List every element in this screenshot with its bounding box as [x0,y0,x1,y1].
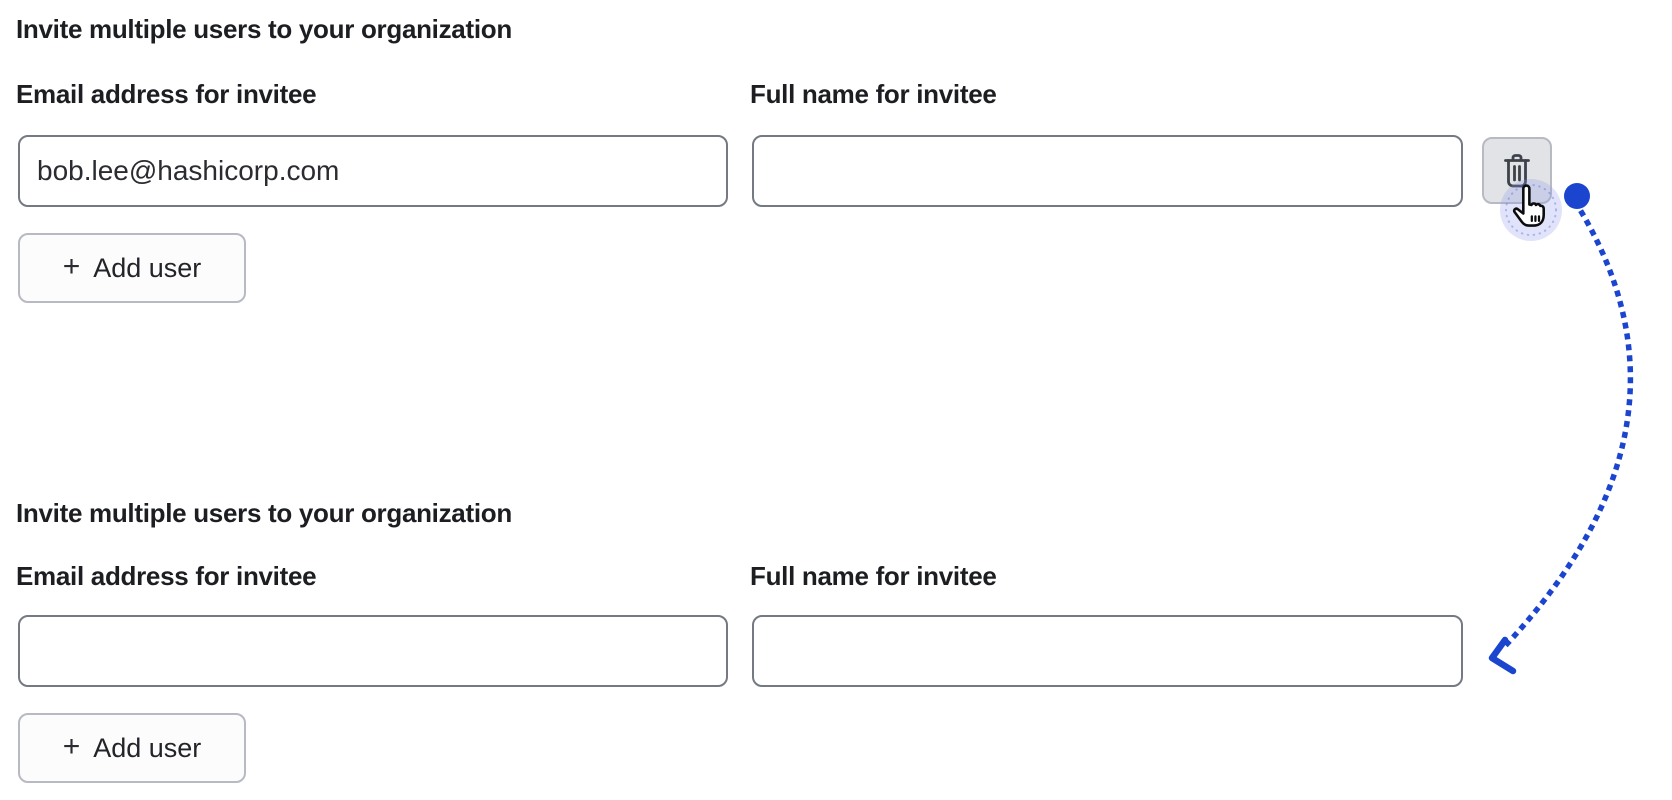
add-user-label: Add user [93,252,202,283]
section1-delete-row-button[interactable] [1482,137,1552,204]
section2-email-label: Email address for invitee [16,561,317,591]
section2-fullname-label: Full name for invitee [750,561,997,591]
section2-fullname-input[interactable] [752,615,1463,687]
trash-icon [1500,152,1534,190]
section1-fullname-label: Full name for invitee [750,79,997,109]
add-user-label: Add user [93,732,202,763]
dotted-arrow-curve [1502,209,1634,649]
arrowhead-icon [1488,636,1517,675]
section1-fullname-input[interactable] [752,135,1463,207]
section1-email-input[interactable] [18,135,728,207]
section1-email-label: Email address for invitee [16,79,317,109]
plus-icon: + [62,250,81,283]
arrow-start-dot [1564,183,1590,209]
section2-email-input[interactable] [18,615,728,687]
section1-title: Invite multiple users to your organizati… [16,14,512,44]
section2-title: Invite multiple users to your organizati… [16,498,512,528]
section1-add-user-button[interactable]: + Add user [18,233,246,303]
section2-add-user-button[interactable]: + Add user [18,713,246,783]
plus-icon: + [62,730,81,763]
